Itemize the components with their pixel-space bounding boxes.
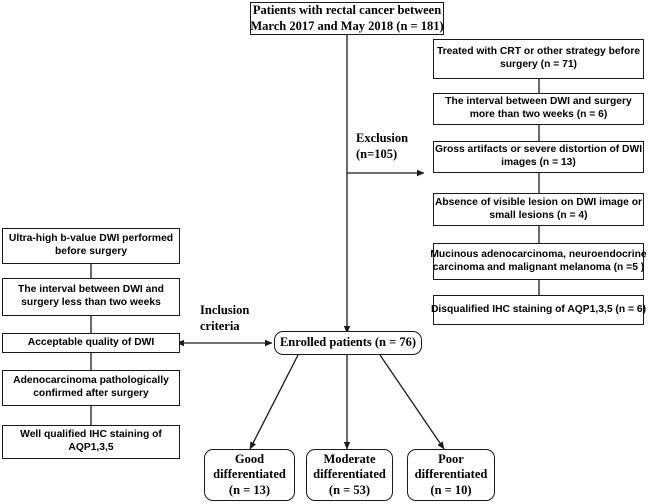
outcome-arrow-good <box>249 354 299 450</box>
box-text-line: AQP1,3,5 <box>68 442 114 453</box>
box-text-line: before surgery <box>54 246 128 257</box>
box-text-line: Ultra-high b-value DWI performed <box>8 233 174 245</box>
box-text-line: (n = 10) <box>430 482 472 497</box>
box-text-line: carcinoma and malignant melanoma (n =5 ) <box>432 261 645 273</box>
box-text-line: Moderate <box>323 452 376 467</box>
inclusion-box-adenocarcinoma-confirmed: Adenocarcinoma pathologically confirmed … <box>2 370 180 406</box>
source-population-box: Patients with rectal cancer between Marc… <box>250 2 444 35</box>
exclusion-label-title: Exclusion <box>356 131 409 145</box>
inclusion-box-interval-under-two-weeks: The interval between DWI and surgery les… <box>2 278 180 316</box>
box-text-line: Mucinous adenocarcinoma, neuroendocrine <box>430 248 647 260</box>
box-text-line: Absence of visible lesion on DWI image o… <box>434 196 643 208</box>
exclusion-label: Exclusion (n=105) <box>356 131 408 162</box>
exclusion-box-mucinous-neuroendocrine: Mucinous adenocarcinoma, neuroendocrine … <box>430 243 647 280</box>
box-text-line: Acceptable quality of DWI <box>27 336 155 348</box>
box-text-line: more than two weeks (n = 6) <box>469 109 608 120</box>
box-text-line: Enrolled patients (n = 76) <box>279 335 417 350</box>
box-text-line: March 2017 and May 2018 (n = 181) <box>250 18 444 33</box>
exclusion-label-count: (n=105) <box>356 146 398 161</box>
inclusion-box-acceptable-dwi-quality: Acceptable quality of DWI <box>2 333 180 353</box>
box-text-line: Disqualified IHC staining of AQP1,3,5 (n… <box>430 303 647 315</box>
box-text-line: The interval between DWI and <box>18 284 164 296</box>
exclusion-box-interval-over-two-weeks: The interval between DWI and surgery mor… <box>433 93 644 125</box>
enrolled-patients-box: Enrolled patients (n = 76) <box>274 331 422 355</box>
outcome-box-moderate-differentiated: Moderate differentiated (n = 53) <box>306 449 393 501</box>
exclusion-box-gross-artifacts: Gross artifacts or severe distortion of … <box>433 141 644 173</box>
exclusion-box-treated-crt: Treated with CRT or other strategy befor… <box>433 39 644 79</box>
box-text-line: differentiated <box>313 467 386 482</box>
box-text-line: surgery less than two weeks <box>21 297 161 308</box>
box-text-line: Adenocarcinoma pathologically <box>13 375 169 387</box>
box-text-line: Good <box>234 452 265 467</box>
box-text-line: differentiated <box>213 467 286 482</box>
inclusion-box-ihc-staining-qualified: Well qualified IHC staining of AQP1,3,5 <box>2 425 180 459</box>
box-text-line: Well qualified IHC staining of <box>20 429 162 441</box>
exclusion-box-disqualified-ihc: Disqualified IHC staining of AQP1,3,5 (n… <box>430 295 647 325</box>
outcome-box-poor-differentiated: Poor differentiated (n = 10) <box>407 449 495 501</box>
box-text-line: The interval between DWI and surgery <box>445 96 632 108</box>
box-text-line: (n = 53) <box>328 482 371 497</box>
outcome-arrow-poor <box>379 354 445 450</box>
inclusion-label-title: Inclusion <box>200 303 250 317</box>
box-text-line: small lesions (n = 4) <box>489 209 588 221</box>
box-text-line: Gross artifacts or severe distortion of … <box>434 144 643 156</box>
box-text-line: differentiated <box>414 467 488 482</box>
exclusion-box-absence-of-lesion: Absence of visible lesion on DWI image o… <box>433 193 644 226</box>
box-text-line: Treated with CRT or other strategy befor… <box>436 46 641 58</box>
outcome-box-good-differentiated: Good differentiated (n = 13) <box>204 449 295 501</box>
box-text-line: confirmed after surgery <box>33 388 149 399</box>
inclusion-box-ultra-high-b-value-dwi: Ultra-high b-value DWI performed before … <box>2 228 180 264</box>
box-text-line: Patients with rectal cancer between <box>252 3 442 18</box>
box-text-line: (n = 13) <box>228 482 271 497</box>
box-text-line: images (n = 13) <box>501 157 576 168</box>
box-text-line: Poor <box>438 452 464 467</box>
inclusion-label-subtitle: criteria <box>200 318 240 333</box>
inclusion-label: Inclusion criteria <box>200 303 249 334</box>
box-text-line: surgery (n = 71) <box>500 59 577 70</box>
